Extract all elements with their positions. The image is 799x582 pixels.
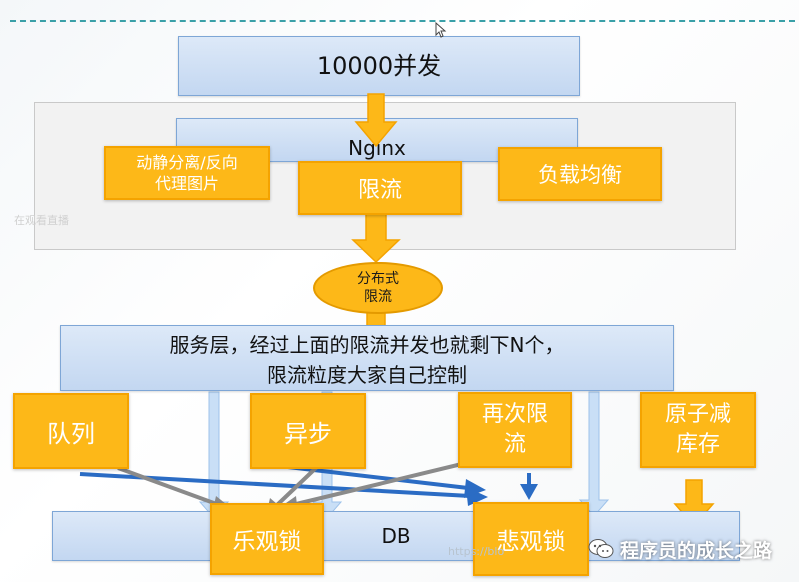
atomic-line1: 原子减: [664, 402, 731, 427]
light-blue-arrow-right: [578, 391, 610, 517]
atomic-line2: 库存: [675, 432, 720, 457]
top-dashed-border: [10, 20, 795, 22]
load-balance-label: 负载均衡: [538, 163, 622, 187]
grey-arrow-queue-to-optimistic: [117, 466, 223, 508]
wechat-label: 程序员的成长之路: [620, 539, 773, 562]
optimistic-lock-box: 乐观锁: [210, 503, 324, 575]
csdn-watermark: https://blo: [448, 545, 505, 558]
wechat-icon: [588, 539, 614, 558]
queue-label: 队列: [47, 419, 95, 448]
async-box: 异步: [250, 393, 366, 469]
db-label: DB: [381, 524, 411, 548]
rate-limit-box: 限流: [298, 161, 462, 215]
pessimistic-lock-label: 悲观锁: [496, 529, 566, 555]
atomic-decrement-box: 原子减 库存: [640, 392, 756, 468]
rate-limit-label: 限流: [357, 178, 402, 203]
load-balance-box: 负载均衡: [498, 147, 662, 201]
wechat-watermark: 程序员的成长之路: [588, 538, 773, 562]
pessimistic-lock-box: 悲观锁: [473, 502, 589, 576]
grey-arrow-retry-to-optimistic: [291, 460, 471, 507]
service-layer-line1: 服务层，经过上面的限流并发也就剩下N个，: [169, 333, 565, 357]
service-layer-line2: 限流粒度大家自己控制: [267, 363, 467, 387]
distributed-line1: 分布式: [357, 271, 399, 287]
db-box: DB: [52, 511, 740, 561]
left-watermark: 在观看直播: [14, 214, 69, 227]
grey-arrow-async-to-optimistic: [274, 464, 320, 508]
distributed-line2: 限流: [364, 289, 392, 305]
mouse-cursor-icon: [435, 22, 447, 38]
queue-box: 队列: [13, 393, 129, 469]
retry-limit-line2: 流: [503, 432, 526, 457]
orange-arrow-1: [354, 93, 398, 148]
dynamic-static-line2: 代理图片: [154, 174, 219, 193]
retry-limit-box: 再次限 流: [458, 392, 572, 468]
optimistic-lock-label: 乐观锁: [232, 529, 302, 555]
dynamic-static-box: 动静分离/反向 代理图片: [104, 146, 270, 200]
async-label: 异步: [284, 419, 332, 448]
service-layer-box: 服务层，经过上面的限流并发也就剩下N个， 限流粒度大家自己控制: [60, 325, 674, 391]
retry-limit-line1: 再次限: [481, 402, 548, 427]
distributed-ellipse: 分布式 限流: [313, 262, 443, 314]
concurrency-label: 10000并发: [316, 52, 442, 80]
dynamic-static-line1: 动静分离/反向: [136, 153, 238, 172]
orange-arrow-2: [351, 211, 401, 264]
